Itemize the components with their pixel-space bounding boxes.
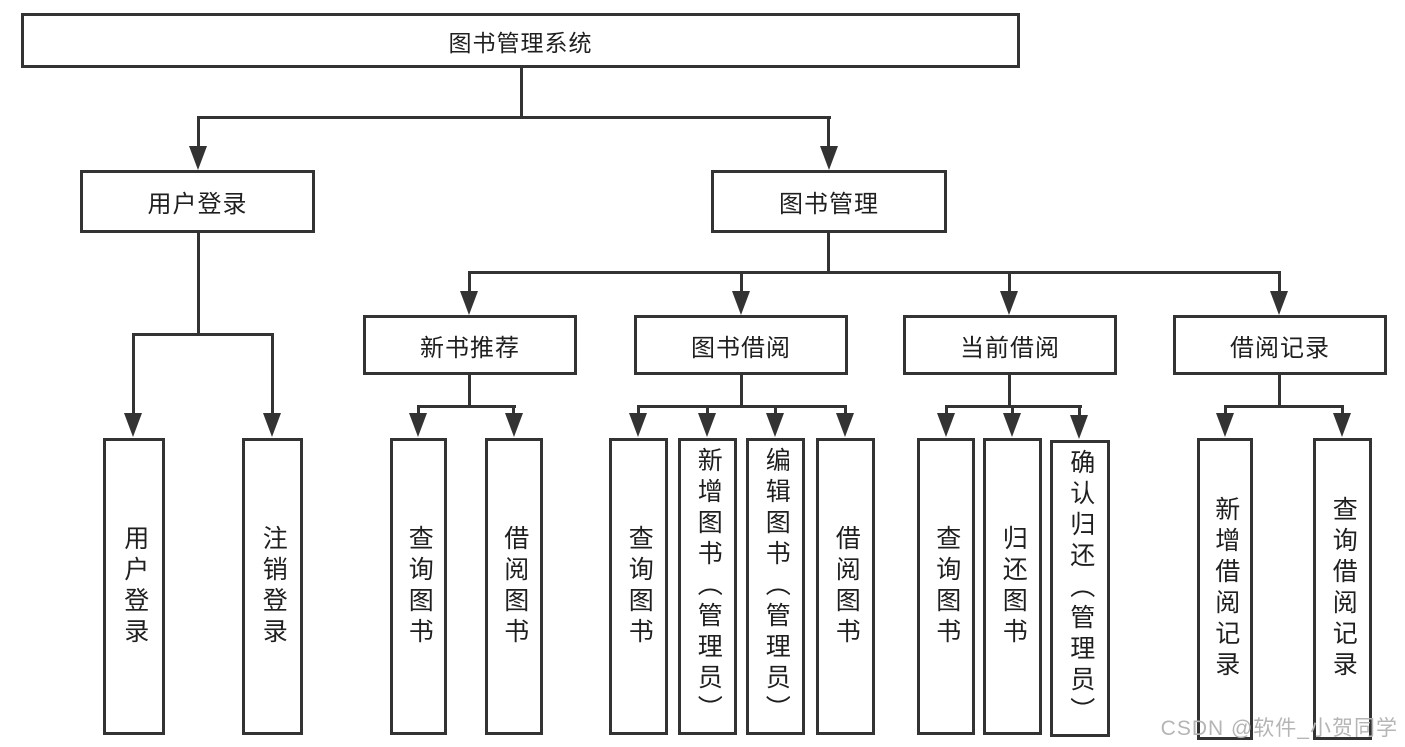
node-book-borrow-label: 图书借阅 [691, 334, 791, 362]
arrowhead-lv3-4 [1270, 291, 1288, 315]
connector-borrow-trunk [740, 373, 743, 408]
leaf-logout: 注销登录 [242, 438, 303, 735]
node-root-label: 图书管理系统 [448, 29, 593, 56]
arrowhead-leaf-5 [629, 413, 647, 437]
node-new-book-recommend-label: 新书推荐 [420, 334, 520, 362]
connector-drop-leaf-10 [1011, 405, 1014, 417]
leaf-confirm-return-admin: 确认归还（管理员） [1050, 440, 1110, 737]
arrowhead-leaf-4 [505, 413, 523, 437]
arrowhead-leaf-13 [1333, 413, 1351, 437]
node-user-login: 用户登录 [80, 170, 315, 233]
node-user-login-label: 用户登录 [147, 191, 248, 218]
leaf-borrow-books-2-label: 借阅图书 [832, 524, 861, 649]
connector-drop-lv3-3 [1008, 271, 1011, 295]
connector-records-trunk [1278, 373, 1281, 408]
connector-drop-leaf-1 [132, 333, 135, 417]
connector-drop-leaf-9 [945, 405, 948, 417]
leaf-query-books-recommend-label: 查询图书 [405, 524, 434, 649]
leaf-user-login-label: 用户登录 [120, 524, 149, 649]
node-new-book-recommend: 新书推荐 [363, 315, 577, 375]
leaf-return-book: 归还图书 [983, 438, 1042, 735]
leaf-add-book-admin: 新增图书（管理员） [678, 438, 737, 735]
connector-drop-leaf-8 [844, 405, 847, 417]
connector-drop-leaf-12 [1224, 405, 1227, 417]
connector-records-fork [1224, 405, 1344, 408]
arrowhead-leaf-3 [409, 413, 427, 437]
connector-drop-lv3-2 [740, 271, 743, 295]
connector-drop-leaf-6 [706, 405, 709, 417]
arrowhead-leaf-10 [1003, 413, 1021, 437]
leaf-query-books-borrow-label: 查询图书 [625, 524, 654, 649]
leaf-logout-label: 注销登录 [259, 524, 288, 649]
connector-mgmt-trunk [827, 231, 830, 273]
arrowhead-leaf-9 [937, 413, 955, 437]
leaf-add-borrow-record-label: 新增借阅记录 [1211, 496, 1240, 682]
leaf-borrow-books-recommend-label: 借阅图书 [500, 524, 529, 649]
arrowhead-leaf-8 [836, 413, 854, 437]
connector-drop-leaf-11 [1078, 405, 1081, 419]
connector-user-fork [132, 333, 274, 336]
node-root: 图书管理系统 [21, 13, 1020, 68]
leaf-query-books-recommend: 查询图书 [390, 438, 447, 735]
leaf-add-borrow-record: 新增借阅记录 [1197, 438, 1253, 740]
connector-drop-lv3-4 [1278, 271, 1281, 295]
leaf-add-book-admin-label: 新增图书（管理员） [694, 447, 723, 726]
connector-drop-leaf-2 [271, 333, 274, 417]
node-borrow-records-label: 借阅记录 [1230, 334, 1330, 362]
connector-newbook-trunk [468, 373, 471, 408]
arrowhead-lv3-3 [1000, 291, 1018, 315]
arrowhead-lv3-1 [460, 291, 478, 315]
leaf-query-books-current: 查询图书 [917, 438, 975, 735]
connector-drop-leaf-3 [417, 405, 420, 417]
arrowhead-leaf-7 [766, 413, 784, 437]
node-book-mgmt-label: 图书管理 [779, 191, 879, 218]
leaf-query-books-current-label: 查询图书 [932, 524, 961, 649]
arrowhead-leaf-12 [1216, 413, 1234, 437]
connector-drop-lv3-1 [468, 271, 471, 295]
node-current-borrow: 当前借阅 [903, 315, 1117, 375]
node-current-borrow-label: 当前借阅 [960, 334, 1060, 362]
leaf-query-books-borrow: 查询图书 [609, 438, 668, 735]
connector-current-trunk [1008, 373, 1011, 408]
leaf-query-borrow-record-label: 查询借阅记录 [1329, 496, 1358, 682]
arrowhead-leaf-2 [263, 413, 281, 437]
watermark-text: CSDN @软件_小贺同学 [1160, 717, 1398, 740]
connector-mgmt-fork [468, 271, 1281, 274]
connector-drop-leaf-7 [774, 405, 777, 417]
connector-root-fork [197, 116, 831, 119]
connector-user-trunk [197, 231, 200, 336]
connector-drop-leaf-4 [512, 405, 515, 417]
leaf-user-login: 用户登录 [103, 438, 165, 735]
connector-borrow-fork [637, 405, 847, 408]
leaf-query-borrow-record: 查询借阅记录 [1313, 438, 1372, 740]
leaf-confirm-return-admin-label: 确认归还（管理员） [1066, 449, 1095, 728]
connector-newbook-fork [417, 405, 516, 408]
connector-drop-leaf-5 [637, 405, 640, 417]
leaf-borrow-books-recommend: 借阅图书 [485, 438, 543, 735]
leaf-borrow-books-2: 借阅图书 [816, 438, 875, 735]
connector-drop-user-login [197, 116, 200, 150]
arrowhead-user-login [189, 146, 207, 170]
leaf-return-book-label: 归还图书 [999, 524, 1028, 649]
connector-root-trunk [520, 66, 523, 118]
connector-drop-book-mgmt [827, 116, 830, 150]
node-book-borrow: 图书借阅 [634, 315, 848, 375]
arrowhead-book-mgmt [820, 146, 838, 170]
connector-drop-leaf-13 [1341, 405, 1344, 417]
node-borrow-records: 借阅记录 [1173, 315, 1387, 375]
node-book-mgmt: 图书管理 [711, 170, 947, 233]
arrowhead-lv3-2 [732, 291, 750, 315]
arrowhead-leaf-1 [124, 413, 142, 437]
arrowhead-leaf-11 [1070, 415, 1088, 439]
leaf-edit-book-admin: 编辑图书（管理员） [746, 438, 805, 735]
leaf-edit-book-admin-label: 编辑图书（管理员） [762, 447, 791, 726]
arrowhead-leaf-6 [698, 413, 716, 437]
